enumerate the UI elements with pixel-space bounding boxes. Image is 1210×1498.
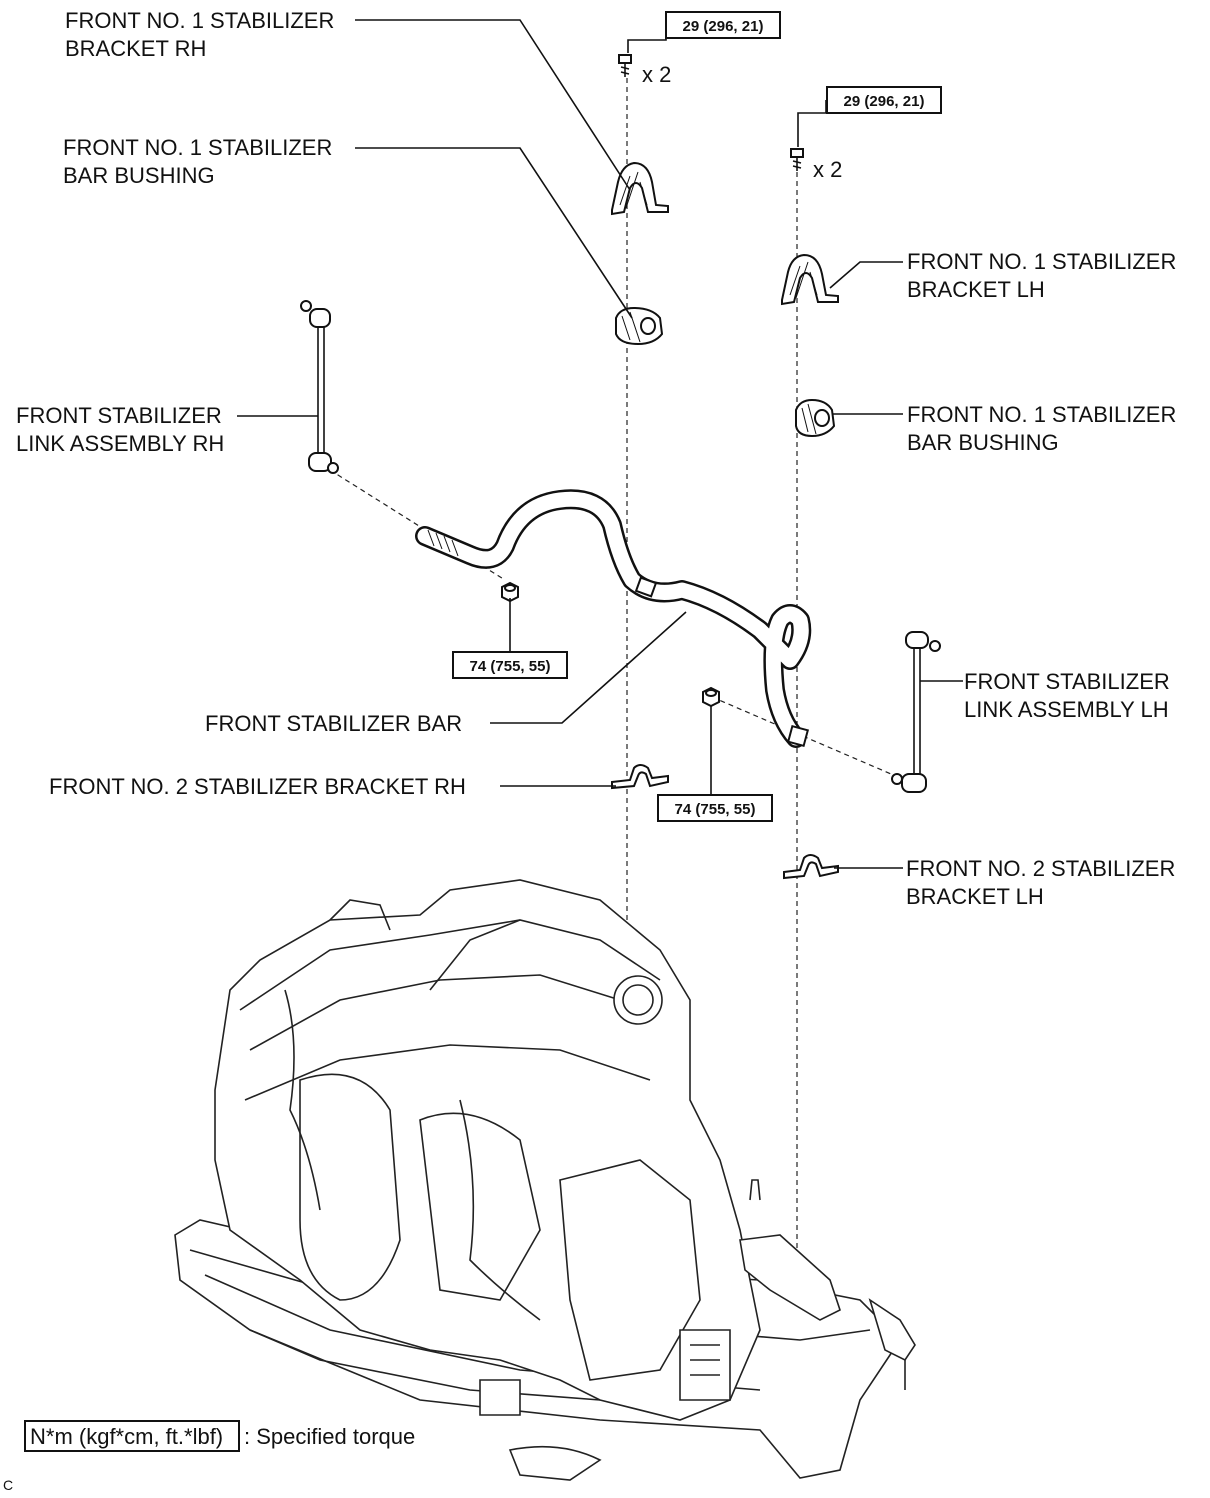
link-assembly-rh-icon	[300, 300, 339, 474]
torque-box-nut-rh	[452, 651, 568, 679]
bolt-lh-icon	[790, 148, 804, 171]
label-bracket-lh-line2: BRACKET LH	[907, 277, 1045, 302]
torque-nut-lh: 74 (755, 55)	[675, 801, 756, 818]
quantity-bolt-rh: x 2	[642, 62, 671, 87]
bolt-rh-icon	[618, 54, 632, 77]
label-link-rh-line2: LINK ASSEMBLY RH	[16, 431, 224, 456]
label-bushing-lh-line1: FRONT NO. 1 STABILIZER	[907, 402, 1176, 427]
label-bushing-rh-line2: BAR BUSHING	[63, 163, 215, 188]
label-bushing-rh-line1: FRONT NO. 1 STABILIZER	[63, 135, 332, 160]
bracket-lh-icon	[781, 253, 839, 306]
label-stabilizer-bar: FRONT STABILIZER BAR	[205, 711, 462, 736]
stabilizer-bar-icon	[415, 489, 812, 748]
label-bushing-lh-line2: BAR BUSHING	[907, 430, 1059, 455]
engine-subframe-icon	[174, 879, 916, 1481]
no2-bracket-rh-icon	[611, 764, 669, 790]
label-bracket-rh-line2: BRACKET RH	[65, 36, 206, 61]
torque-bolt-rh: 29 (296, 21)	[683, 18, 764, 35]
bushing-lh-icon	[795, 398, 836, 438]
torque-box-bolt-rh	[665, 11, 781, 39]
leader-lines	[237, 19, 963, 869]
bushing-rh-icon	[615, 306, 664, 346]
nut-lh-icon	[702, 686, 720, 708]
legend-unit: N*m (kgf*cm, ft.*lbf)	[30, 1424, 223, 1449]
bracket-rh-icon	[611, 161, 669, 216]
nut-rh-icon	[501, 581, 519, 603]
label-link-lh-line2: LINK ASSEMBLY LH	[964, 697, 1169, 722]
label-no2-bracket-rh: FRONT NO. 2 STABILIZER BRACKET RH	[49, 774, 466, 799]
link-assembly-lh-icon	[891, 631, 941, 793]
label-bracket-rh-line1: FRONT NO. 1 STABILIZER	[65, 8, 334, 33]
legend-unit-box	[24, 1420, 240, 1452]
torque-bolt-lh: 29 (296, 21)	[844, 93, 925, 110]
label-link-rh-line1: FRONT STABILIZER	[16, 403, 222, 428]
quantity-bolt-lh: x 2	[813, 157, 842, 182]
no2-bracket-lh-icon	[783, 854, 839, 880]
figure-code: C	[3, 1477, 13, 1493]
legend-text: : Specified torque	[244, 1424, 415, 1449]
label-bracket-lh-line1: FRONT NO. 1 STABILIZER	[907, 249, 1176, 274]
label-no2-bracket-lh-line2: BRACKET LH	[906, 884, 1044, 909]
torque-box-nut-lh	[657, 794, 773, 822]
label-no2-bracket-lh-line1: FRONT NO. 2 STABILIZER	[906, 856, 1175, 881]
torque-box-bolt-lh	[826, 86, 942, 114]
torque-nut-rh: 74 (755, 55)	[470, 658, 551, 675]
label-link-lh-line1: FRONT STABILIZER	[964, 669, 1170, 694]
